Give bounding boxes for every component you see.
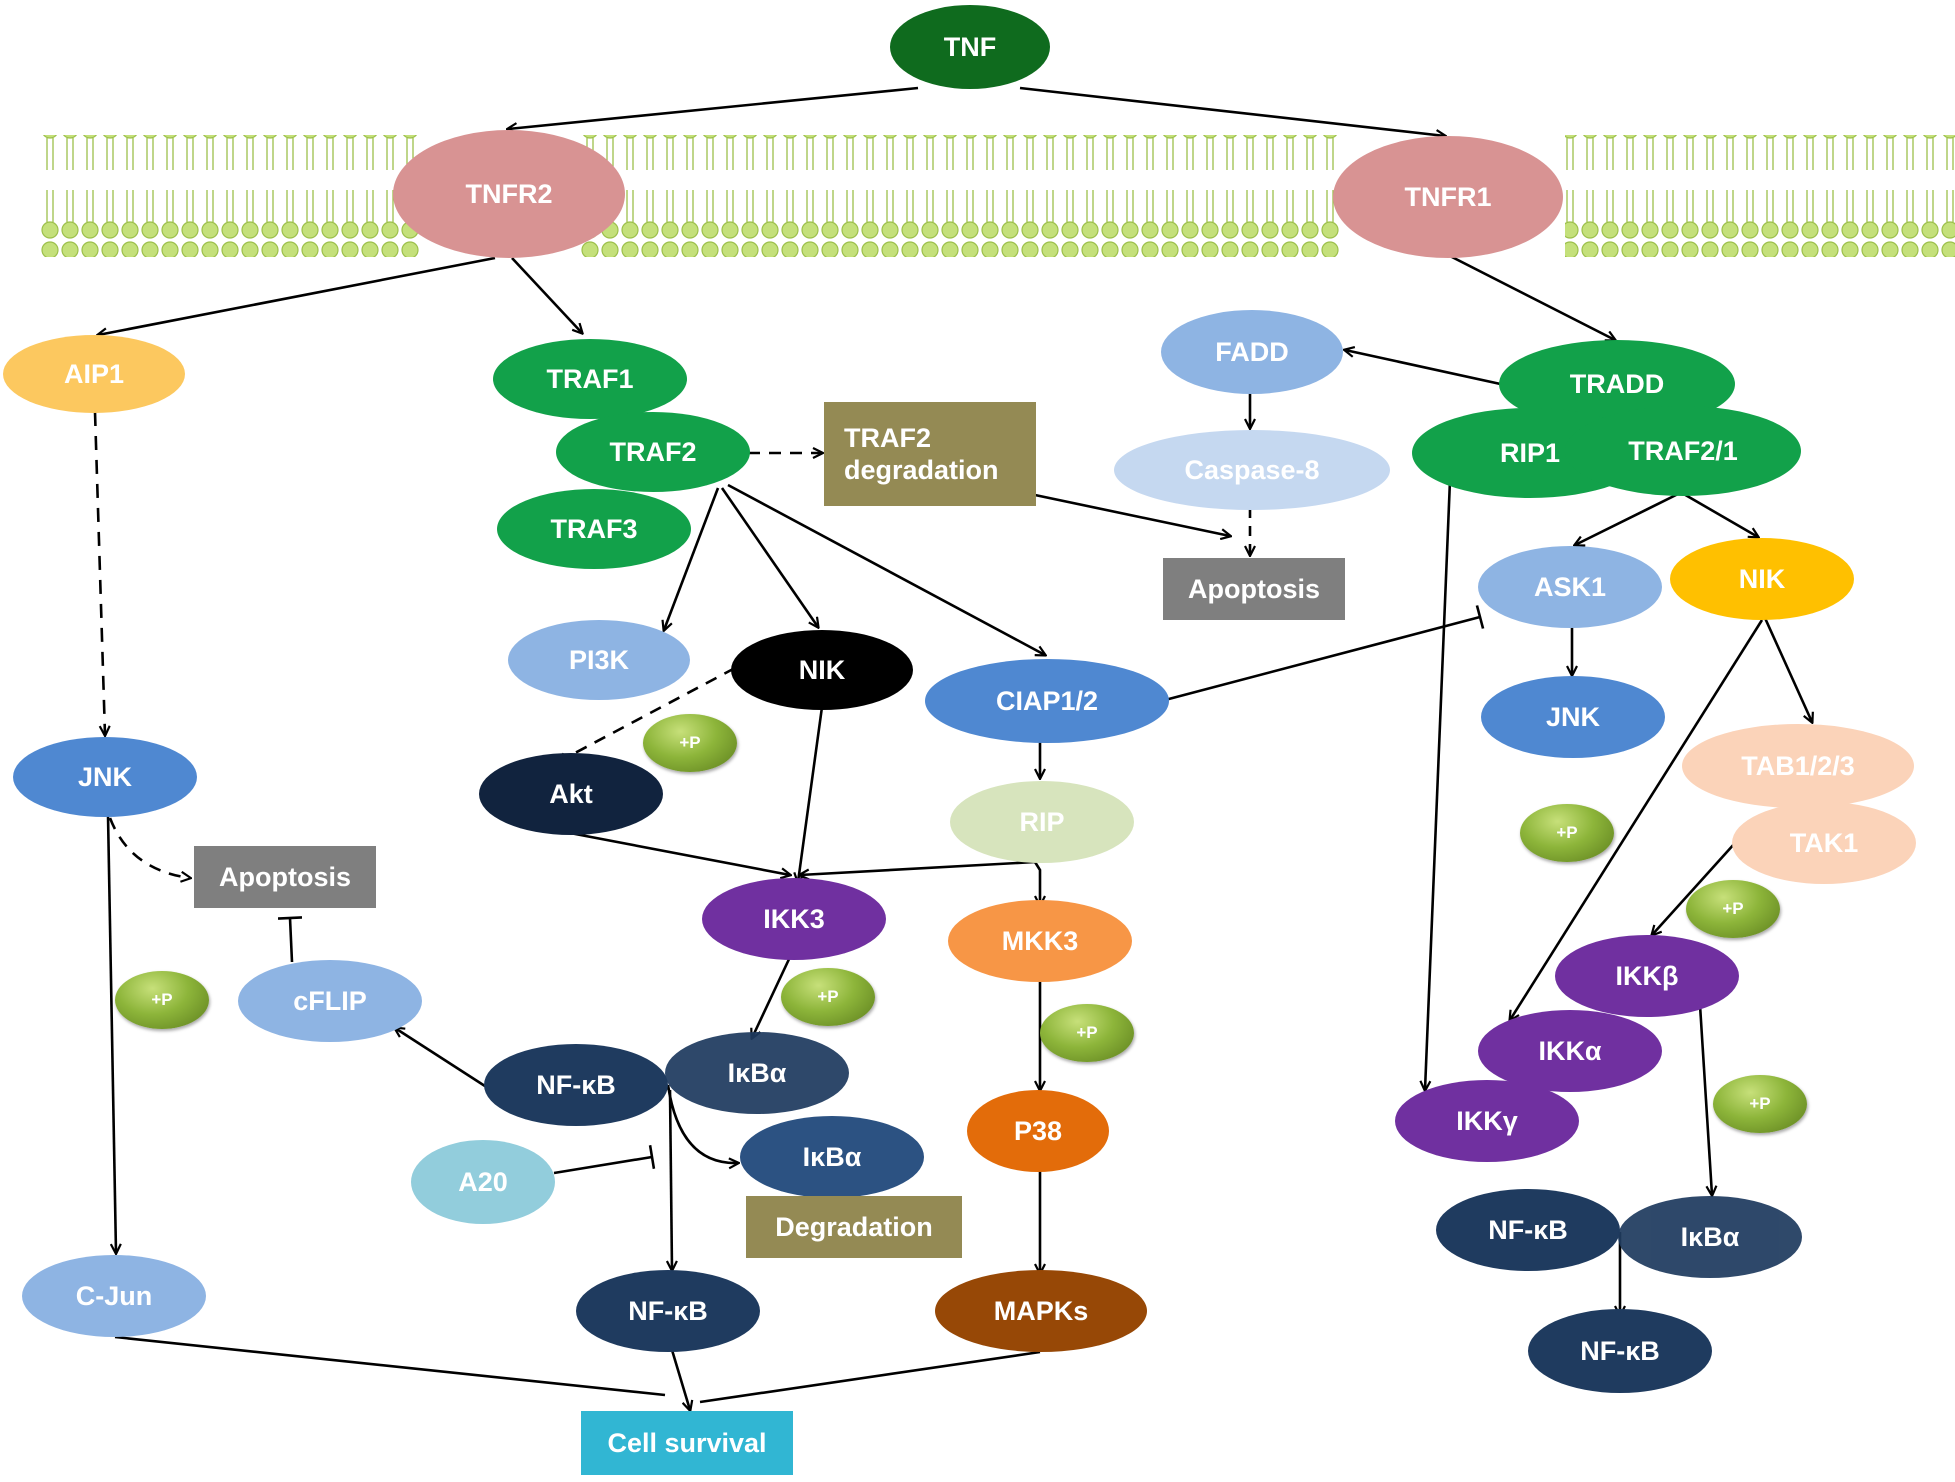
membrane-right xyxy=(1565,135,1955,257)
edge-jnk-apoptosis xyxy=(108,817,190,878)
node-nfkb-bottom: NF-κB xyxy=(576,1270,760,1352)
node-cell-survival: Cell survival xyxy=(581,1411,793,1475)
edge-tnfr1-tradd xyxy=(1447,253,1615,340)
phospho-badge-jnk-left: +P xyxy=(115,971,209,1029)
edge-jnk-cjun xyxy=(106,814,116,1253)
node-ikka: IKKα xyxy=(1478,1010,1662,1092)
node-nfkb-right-bottom: NF-κB xyxy=(1528,1309,1712,1393)
node-ikkg: IKKγ xyxy=(1395,1080,1579,1162)
node-tab123: TAB1/2/3 xyxy=(1682,724,1914,808)
node-jnk-right: JNK xyxy=(1481,676,1665,758)
node-apoptosis-left: Apoptosis xyxy=(194,846,376,908)
node-akt: Akt xyxy=(479,753,663,835)
membrane-left xyxy=(40,135,420,257)
node-tak1: TAK1 xyxy=(1732,802,1916,884)
node-mkk3: MKK3 xyxy=(948,900,1132,982)
node-cjun: C-Jun xyxy=(22,1255,206,1337)
node-nik-center: NIK xyxy=(731,630,913,710)
phospho-badge-ikkb: +P xyxy=(1713,1075,1807,1133)
phospho-badge-akt: +P xyxy=(643,714,737,772)
node-traf1: TRAF1 xyxy=(493,339,687,419)
edge-rip-ikk3 xyxy=(800,860,1036,875)
edge-nfkb-nfkb xyxy=(670,1089,672,1270)
node-ikba-degr: IκBα xyxy=(740,1116,924,1198)
edge-traf2-pi3k xyxy=(664,487,720,630)
edge-traf21-nik xyxy=(1681,491,1758,537)
edge-nikr-tab xyxy=(1763,617,1812,722)
edge-traf2-ciap xyxy=(727,483,1045,655)
node-apoptosis-mid: Apoptosis xyxy=(1163,558,1345,620)
node-degradation: Degradation xyxy=(746,1196,962,1258)
node-ikkb: IKKβ xyxy=(1555,935,1739,1017)
phospho-badge-right-ask: +P xyxy=(1520,804,1614,862)
edge-a20-inhibit xyxy=(553,1144,656,1175)
edge-traf21-ask1 xyxy=(1575,491,1681,545)
node-traf2-degradation: TRAF2 degradation xyxy=(824,402,1036,506)
node-ciap12: CIAP1/2 xyxy=(925,659,1169,743)
edge-tnf-tnfr1 xyxy=(1019,86,1445,136)
node-jnk-left: JNK xyxy=(13,737,197,817)
node-ikba-right: IκBα xyxy=(1618,1196,1802,1278)
edge-traf2-nik xyxy=(720,487,818,627)
edge-cjun-survival xyxy=(114,1335,666,1397)
node-traf3: TRAF3 xyxy=(497,489,691,569)
node-fadd: FADD xyxy=(1161,310,1343,394)
membrane-middle xyxy=(580,135,1340,257)
edge-nikr-ikka xyxy=(1510,619,1764,1020)
edge-tradd-fadd xyxy=(1345,350,1506,387)
node-tnf: TNF xyxy=(890,5,1050,89)
node-nfkb-right: NF-κB xyxy=(1436,1189,1620,1271)
node-mapks: MAPKs xyxy=(935,1270,1147,1352)
phospho-badge-ikk3: +P xyxy=(781,968,875,1026)
node-aip1: AIP1 xyxy=(3,335,185,413)
node-ikba-center: IκBα xyxy=(665,1032,849,1114)
edge-nfkb-cflip xyxy=(395,1028,489,1090)
node-tnfr1: TNFR1 xyxy=(1333,136,1563,258)
phospho-badge-tak1: +P xyxy=(1686,880,1780,938)
node-ask1: ASK1 xyxy=(1478,546,1662,628)
edge-nfkb-survival xyxy=(670,1349,690,1410)
edge-rip-mkk3 xyxy=(1033,861,1040,905)
edge-rip1-ikkg xyxy=(1425,479,1452,1090)
edge-traf2deg-apoptosis xyxy=(1034,493,1230,536)
edge-mapks-survival xyxy=(699,1350,1041,1404)
edge-cflip-inhibit-apoptosis xyxy=(277,916,303,963)
edge-tnfr2-aip1 xyxy=(98,256,496,335)
node-rip: RIP xyxy=(950,781,1134,863)
node-traf21: TRAF2/1 xyxy=(1565,406,1801,496)
node-p38: P38 xyxy=(967,1090,1109,1172)
node-ikk3: IKK3 xyxy=(702,878,886,960)
edge-ikkb-ikba xyxy=(1698,1004,1712,1195)
node-nik-right: NIK xyxy=(1670,538,1854,620)
node-a20: A20 xyxy=(411,1140,555,1224)
node-caspase8: Caspase-8 xyxy=(1114,430,1390,510)
edge-ciap-inhibit-ask1 xyxy=(1164,605,1485,702)
edge-akt-ikk3 xyxy=(569,831,790,875)
node-nfkb-center: NF-κB xyxy=(484,1044,668,1126)
node-traf2: TRAF2 xyxy=(556,412,750,492)
node-tnfr2: TNFR2 xyxy=(393,130,625,258)
edge-tnf-tnfr2 xyxy=(508,86,919,129)
edge-tnfr2-traf1 xyxy=(511,257,582,333)
edge-tak1-ikkb xyxy=(1652,842,1736,935)
edge-ikk3-ikba xyxy=(752,956,792,1038)
node-pi3k: PI3K xyxy=(508,620,690,700)
edge-nik-ikk3 xyxy=(798,706,824,882)
phospho-badge-mkk3: +P xyxy=(1040,1004,1134,1062)
edge-aip1-jnk xyxy=(93,411,105,735)
node-cflip: cFLIP xyxy=(238,960,422,1042)
